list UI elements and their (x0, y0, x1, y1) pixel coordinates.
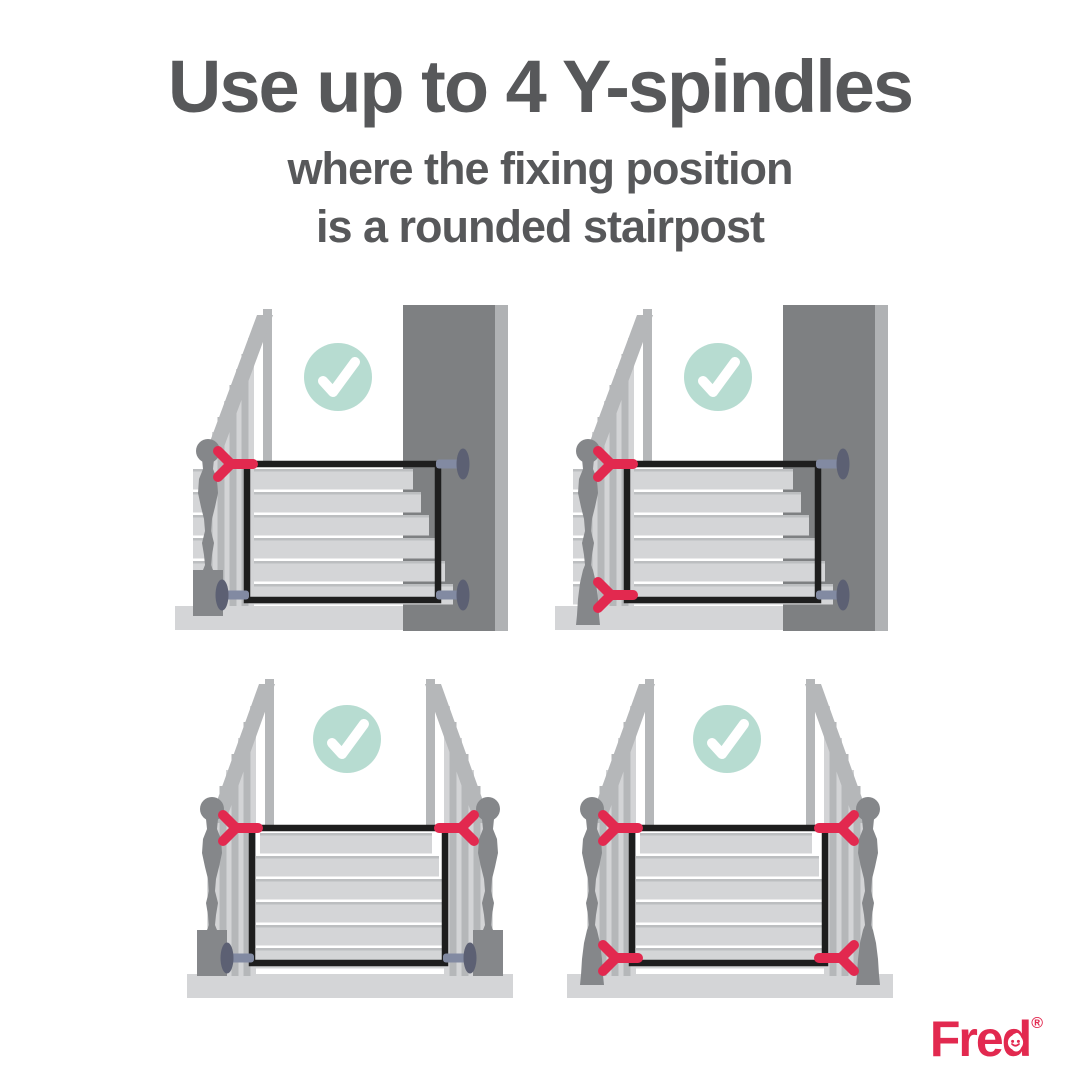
y-spindle-icon (814, 940, 859, 977)
gate-frame (623, 460, 822, 604)
y-spindle-fixing-left (598, 940, 643, 977)
check-badge (684, 343, 752, 412)
check-badge (693, 705, 761, 774)
wall-cup-fixing-right (436, 448, 470, 480)
wall-cup-fixing-left (220, 942, 254, 974)
newel-post (856, 797, 880, 986)
y-spindle-fixing-left (213, 446, 258, 483)
check-badge (313, 705, 381, 774)
brand-logo: Fred ® (929, 1011, 1043, 1067)
y-spindle-icon (598, 940, 643, 977)
stair-scene-svg (567, 679, 893, 999)
wall-cup-icon (456, 448, 470, 480)
wall-cup-fixing-right (436, 579, 470, 611)
y-spindle-icon (213, 446, 258, 483)
page-subtitle: where the fixing position is a rounded s… (0, 140, 1080, 255)
y-spindle-fixing-right (814, 940, 859, 977)
diagram-bottom-left (175, 671, 525, 1001)
y-spindle-icon (598, 810, 643, 847)
diagram-top-left (175, 301, 525, 632)
brand-wordmark: Fred (929, 1011, 1032, 1067)
wall-cup-icon (836, 579, 850, 611)
diagram-top-right (555, 301, 905, 632)
stair-scene-svg (175, 305, 508, 632)
wall-cup-fixing-right (816, 448, 850, 480)
wall-cup-icon (836, 448, 850, 480)
brand-baby-face-icon (1008, 1032, 1024, 1051)
y-spindle-fixing-left (218, 810, 263, 847)
subtitle-line-2: is a rounded stairpost (315, 200, 765, 252)
floor (187, 974, 513, 999)
y-spindle-fixing-left (598, 810, 643, 847)
y-spindle-fixing-right (814, 810, 859, 847)
checkmark-icon (327, 719, 369, 760)
checkmark-icon (698, 357, 740, 398)
checkmark-icon (707, 719, 749, 760)
wall-cup-fixing-left (215, 579, 249, 611)
gate-frame (628, 824, 829, 967)
stair-scene-svg (555, 305, 888, 632)
registered-mark: ® (1031, 1015, 1043, 1032)
y-spindle-fixing-left (593, 577, 638, 614)
wall-cup-icon (215, 579, 229, 611)
floor (567, 974, 893, 999)
page-title: Use up to 4 Y-spindles (167, 45, 914, 128)
stairs (225, 833, 467, 969)
y-spindle-icon (434, 810, 479, 847)
gate-frame (248, 824, 449, 967)
y-spindle-icon (218, 810, 263, 847)
checkmark-icon (318, 357, 360, 398)
y-spindle-icon (814, 810, 859, 847)
wall-cup-fixing-right (816, 579, 850, 611)
y-spindle-fixing-left (593, 446, 638, 483)
y-spindle-icon (593, 577, 638, 614)
y-spindle-fixing-right (434, 810, 479, 847)
wall-cup-fixing-right (443, 942, 477, 974)
stairs (605, 833, 847, 969)
check-badge (304, 343, 372, 412)
y-spindle-icon (593, 446, 638, 483)
wall-cup-icon (220, 942, 234, 974)
wall-cup-icon (456, 579, 470, 611)
wall-cup-icon (463, 942, 477, 974)
diagram-bottom-right (555, 671, 905, 1001)
gate-frame (243, 460, 442, 604)
diagram-grid (175, 301, 905, 1001)
stair-scene-svg (187, 679, 513, 999)
subtitle-line-1: where the fixing position (287, 143, 793, 194)
newel-post (473, 797, 503, 977)
